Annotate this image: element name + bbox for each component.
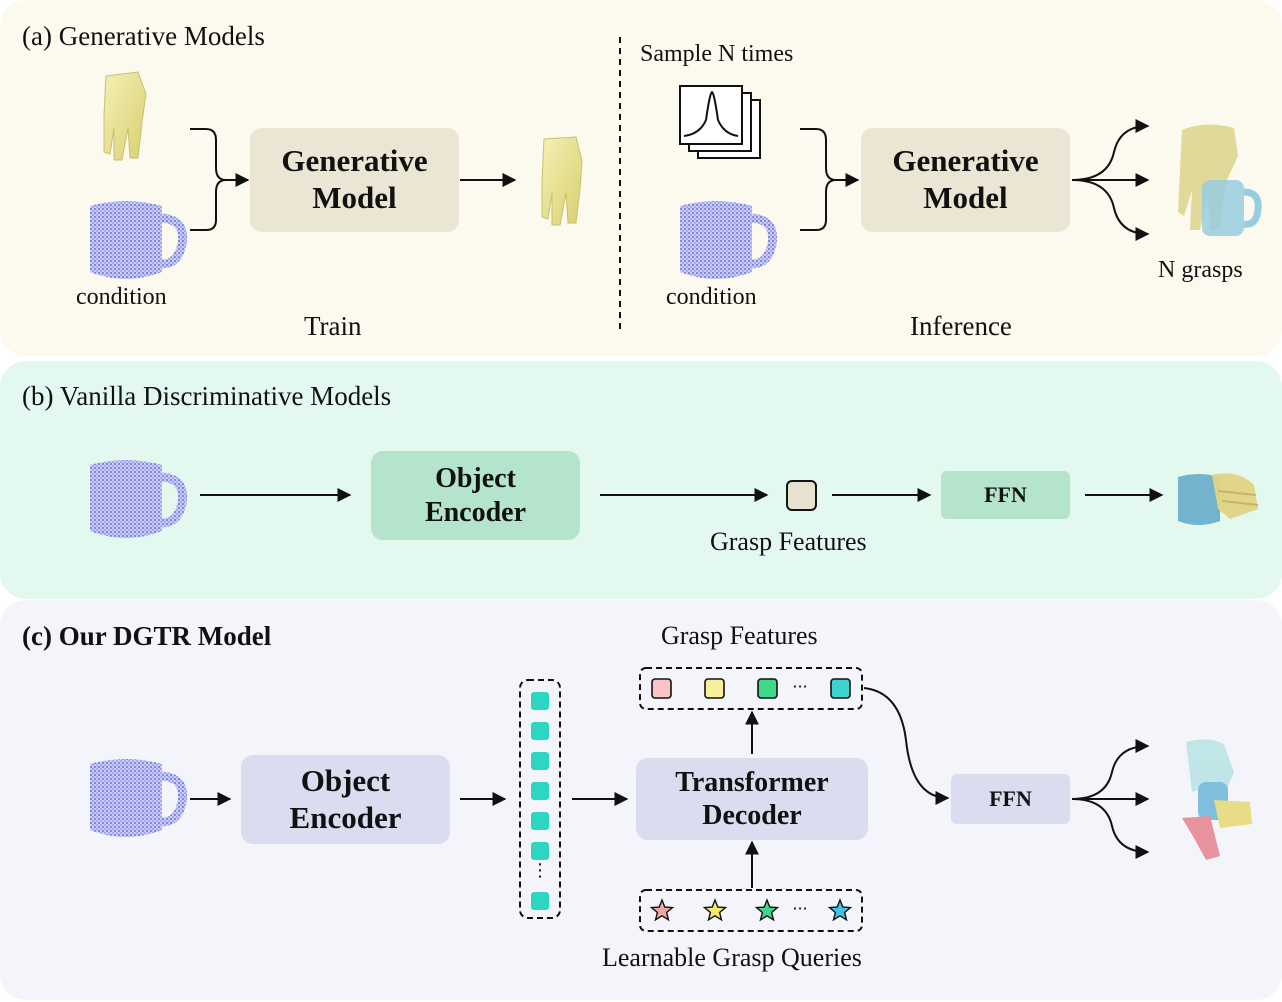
feature-ellipsis: ···	[792, 677, 807, 696]
grasp-output-icon	[1178, 473, 1259, 525]
n-grasps-label: N grasps	[1158, 257, 1243, 283]
object-tokens-container	[519, 679, 561, 919]
box-label: Transformer	[675, 766, 829, 798]
learnable-grasp-queries-label: Learnable Grasp Queries	[602, 943, 862, 972]
grasp-query-star	[702, 898, 728, 922]
mug-point-cloud-icon	[90, 759, 188, 837]
train-caption: Train	[304, 311, 362, 341]
box-label: Encoder	[424, 496, 527, 528]
panel-vanilla-discriminative: (b) Vanilla Discriminative Models Object…	[0, 361, 1282, 599]
grasp-query-star	[827, 898, 853, 922]
hand-icon	[103, 71, 147, 161]
ffn-box: FFN	[941, 471, 1070, 519]
hand-output-icon	[541, 136, 583, 226]
grasp-query-star	[754, 898, 780, 922]
box-label: Encoder	[289, 799, 402, 835]
grasp-feature-token	[651, 678, 672, 699]
ffn-box: FFN	[951, 774, 1070, 824]
grasp-features-container	[639, 667, 863, 710]
box-label: Generative	[281, 143, 428, 179]
object-token	[531, 812, 549, 830]
panel-dgtr-model: (c) Our DGTR Model ⋮ ··· ···	[0, 600, 1282, 1000]
grasp-feature-token	[757, 678, 778, 699]
distribution-icon	[679, 85, 761, 159]
inference-caption: Inference	[910, 311, 1012, 341]
panel-generative-models: (a) Generative Models	[0, 0, 1282, 356]
grasp-output-icon	[1178, 124, 1262, 236]
panel-c-title: (c) Our DGTR Model	[22, 621, 272, 651]
box-label: Object	[435, 463, 516, 495]
grasp-feature-token	[704, 678, 725, 699]
grasp-feature-token	[786, 480, 817, 511]
panel-b-graphics	[90, 460, 1259, 538]
box-label: FFN	[984, 482, 1027, 508]
box-label: Model	[312, 180, 397, 215]
train-condition-label: condition	[76, 284, 167, 310]
inference-condition-label: condition	[666, 284, 757, 310]
grasp-feature-tokens: ···	[651, 677, 851, 699]
fan-out-arrows	[1071, 739, 1150, 859]
grasp-query-star	[649, 898, 675, 922]
box-label: Object	[300, 762, 391, 798]
object-token	[531, 892, 549, 910]
features-to-ffn-arrow	[863, 687, 950, 805]
box-label: Generative	[892, 143, 1039, 179]
fan-out-arrows	[1071, 119, 1150, 241]
panel-a-graphics	[90, 37, 1262, 330]
merge-brace	[190, 128, 227, 231]
object-token	[531, 692, 549, 710]
grasp-features-label: Grasp Features	[661, 621, 818, 650]
grasp-queries-container	[639, 889, 863, 932]
grasp-feature-token	[830, 678, 851, 699]
object-tokens	[531, 692, 549, 910]
merge-brace	[800, 128, 837, 231]
panel-a-title: (a) Generative Models	[22, 21, 265, 51]
grasp-query-tokens: ···	[649, 898, 853, 922]
object-token	[531, 842, 549, 860]
token-ellipsis: ⋮	[531, 860, 549, 881]
box-label: Decoder	[702, 800, 802, 831]
grasp-features-label: Grasp Features	[710, 527, 867, 556]
sample-label: Sample N times	[640, 41, 794, 67]
object-token	[531, 782, 549, 800]
multi-grasp-output-icon	[1182, 739, 1252, 860]
object-token	[531, 752, 549, 770]
box-label: FFN	[989, 786, 1032, 812]
box-label: Model	[923, 180, 1008, 215]
object-token	[531, 722, 549, 740]
mug-point-cloud-icon	[680, 201, 778, 279]
query-ellipsis: ···	[792, 899, 807, 918]
mug-point-cloud-icon	[90, 460, 188, 538]
panel-b-title: (b) Vanilla Discriminative Models	[22, 381, 392, 411]
mug-point-cloud-icon	[90, 201, 188, 279]
panel-c-graphics: ⋮ ··· ···	[90, 667, 1252, 932]
